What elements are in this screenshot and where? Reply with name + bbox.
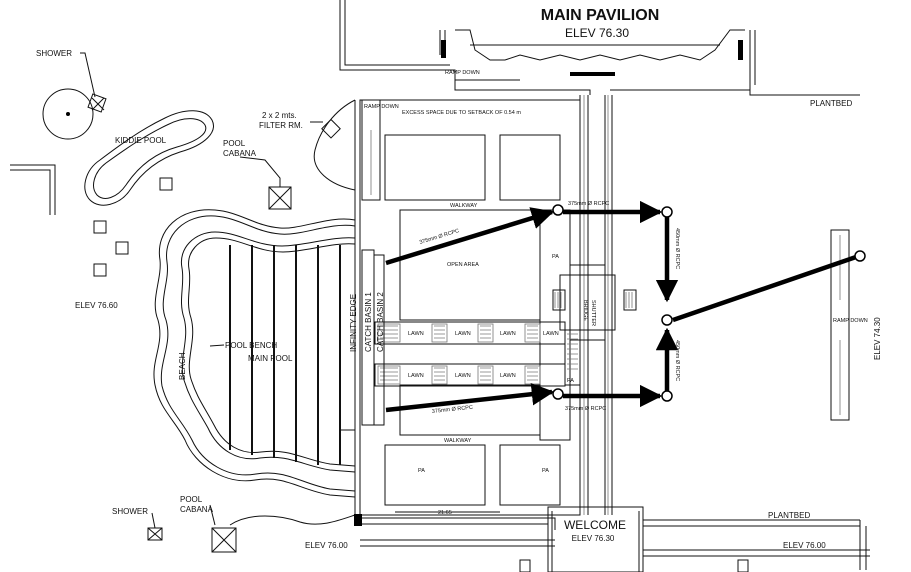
cabana-bottom-label-2: CABANA [180, 505, 214, 514]
pipe-label-upper-right: 375mm Ø RCPC [568, 201, 609, 207]
ramp-label-right: RAMP DOWN [833, 318, 868, 324]
shower-label-top: SHOWER [36, 49, 72, 58]
elev-bottom-left: ELEV 76.00 [305, 541, 348, 550]
main-pavilion: MAIN PAVILION ELEV 76.30 RAMP DOWN PLANT… [339, 0, 860, 108]
pipe-label-lower-left: 375mm Ø RCPC [432, 405, 474, 415]
walkway-label-top: WALKWAY [450, 203, 478, 209]
pool-cabana-bottom: SHOWER POOL CABANA ELEV 76.00 ELEV 76.60 [75, 301, 356, 553]
catch-basin-1-label: CATCH BASIN 1 [364, 292, 373, 352]
pipe-label-lower-right: 375mm Ø RCPC [565, 406, 606, 412]
lawn-label-6: LAWN [455, 373, 471, 379]
manhole-2 [552, 388, 564, 400]
dimension-label: 21.65 [438, 510, 452, 516]
excess-space-note: EXCESS SPACE DUE TO SETBACK OF 0.54 m [402, 110, 521, 116]
beach-label: BEACH [178, 352, 187, 380]
welcome-area: 21.65 WELCOME ELEV 76.30 PLANTBED ELEV 7… [354, 506, 870, 572]
main-pool: POOL BENCH MAIN POOL BEACH [153, 209, 356, 498]
cabana-top-label-1: POOL [223, 139, 246, 148]
pavilion-elevation: ELEV 76.30 [565, 26, 629, 40]
walkway-label-bottom: WALKWAY [444, 438, 472, 444]
bridge-shutter-label: SHUTTER [590, 300, 596, 326]
main-pool-label: MAIN POOL [248, 354, 293, 363]
manhole-4 [661, 314, 673, 326]
manhole-6 [854, 250, 866, 262]
kiddie-pool-area: SHOWER KIDDIE POOL [10, 49, 214, 215]
lawn-label-5: LAWN [408, 373, 424, 379]
infinity-edge: RAMP DOWN INFINITY EDGE CATCH BASIN 1 CA… [349, 99, 399, 515]
pipe-outfall [672, 254, 857, 323]
drainage-pipes: 375mm Ø RCPC 375mm Ø RCPC 375mm Ø RCPC 3… [385, 200, 866, 415]
lawn-label-7: LAWN [500, 373, 516, 379]
plantbed-label-top: PLANTBED [810, 99, 852, 108]
pa-label-1: PA [552, 254, 559, 260]
pa-label-2: PA [418, 468, 425, 474]
pool-bench-label: POOL BENCH [225, 341, 277, 350]
lawn-label-1: LAWN [408, 331, 424, 337]
bridge-label: BRIDGE [582, 300, 588, 321]
cabana-bottom-label-1: POOL [180, 495, 203, 504]
catch-basin-2-label: CATCH BASIN 2 [376, 292, 385, 352]
lawn-label-3: LAWN [500, 331, 516, 337]
plantbed-label-bottom: PLANTBED [768, 511, 810, 520]
central-corridor: BRIDGE SHUTTER [552, 95, 637, 515]
pool-cabana-top: POOL CABANA 2 x 2 mts. FILTER RM. [223, 99, 356, 210]
elev-bottom-right: ELEV 76.00 [783, 541, 826, 550]
ramp-label-top: RAMP DOWN [445, 70, 480, 76]
manhole-1 [552, 204, 564, 216]
right-ramp: RAMP DOWN ELEV 74.30 [830, 229, 882, 421]
shower-label-bottom: SHOWER [112, 507, 148, 516]
pa-label-3: PA [542, 468, 549, 474]
manhole-3 [661, 206, 673, 218]
lawn-label-2: LAWN [455, 331, 471, 337]
lawn-label-4: LAWN [543, 331, 559, 337]
welcome-title: WELCOME [564, 518, 626, 532]
kiddie-pool-label: KIDDIE POOL [115, 136, 167, 145]
welcome-elevation: ELEV 76.30 [572, 534, 615, 543]
pipe-label-vertical-lower: 450mm Ø RCPC [674, 340, 680, 381]
planters [93, 177, 173, 277]
filter-room-label-1: 2 x 2 mts. [262, 111, 297, 120]
lawn-bands: LAWN LAWN LAWN LAWN LAWN LAWN LAWN [374, 321, 581, 387]
open-area-label: OPEN AREA [447, 262, 479, 268]
manhole-5 [661, 390, 673, 402]
filter-room-label-2: FILTER RM. [259, 121, 303, 130]
courtyard: EXCESS SPACE DUE TO SETBACK OF 0.54 m WA… [359, 99, 581, 516]
infinity-edge-label: INFINITY EDGE [349, 294, 358, 352]
ramp-label-left: RAMP DOWN [364, 104, 399, 110]
pipe-label-vertical-upper: 450mm Ø RCPC [674, 228, 680, 269]
elev-left: ELEV 76.60 [75, 301, 118, 310]
pipe-lower-left [385, 382, 555, 413]
elev-right: ELEV 74.30 [873, 317, 882, 360]
pipe-upper-left [385, 207, 555, 266]
pavilion-title: MAIN PAVILION [541, 7, 660, 24]
cabana-top-label-2: CABANA [223, 149, 257, 158]
pa-label-4: PA [567, 378, 574, 384]
